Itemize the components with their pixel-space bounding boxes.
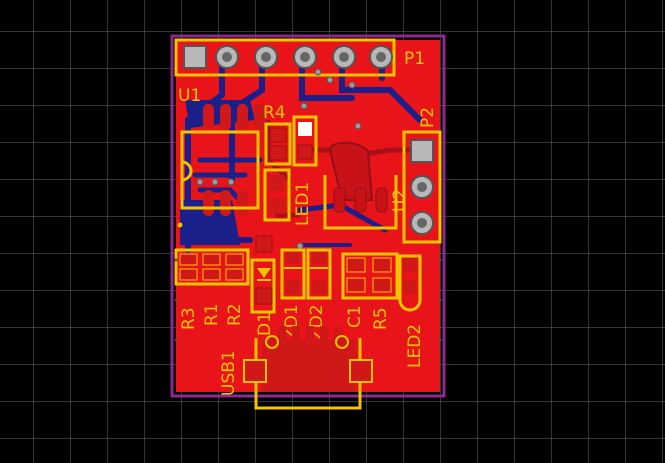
label-p1: P1	[404, 49, 425, 69]
resistor-outline	[263, 168, 291, 222]
p1-hole	[300, 52, 310, 62]
label-led1: LED1	[293, 182, 313, 226]
u2-pads	[333, 187, 388, 213]
label-led2: LED2	[405, 324, 425, 368]
u1-notch	[181, 160, 193, 182]
p1-outline	[174, 38, 396, 77]
usb1-pad-left	[243, 359, 267, 383]
u1-pin1-dot	[177, 222, 183, 228]
u2-body-copper	[328, 141, 374, 201]
r-block-pads	[179, 253, 244, 281]
label-p2: P2	[418, 107, 438, 128]
d1-pad	[255, 235, 273, 253]
led2-outline	[398, 254, 422, 312]
u1-pads-top	[203, 104, 265, 130]
label-usb1: USB1	[219, 350, 239, 396]
zd2-pad	[312, 252, 326, 264]
r4-pad	[269, 145, 287, 161]
p2-hole	[417, 182, 427, 192]
r-block-outline	[174, 248, 250, 286]
zd1-outline	[280, 248, 306, 300]
zd2-pad	[312, 280, 326, 294]
zd2-outline	[306, 248, 332, 300]
p1-hole	[339, 52, 349, 62]
p2-hole	[417, 218, 427, 228]
d1-outline	[250, 258, 276, 314]
label-r5: R5	[371, 307, 391, 330]
led1-outline	[292, 115, 318, 167]
label-r2: R2	[225, 303, 245, 326]
d1-pad	[255, 287, 273, 305]
c1-r5-pads	[346, 257, 392, 293]
board-outline	[170, 34, 446, 398]
led2-pad	[403, 258, 417, 272]
led1-pad-highlight	[298, 122, 312, 136]
p1-hole	[261, 52, 271, 62]
resistor-pad	[269, 198, 285, 214]
label-u1: U1	[178, 86, 201, 106]
r4-pad	[269, 127, 287, 143]
p1-hole	[222, 52, 232, 62]
p1-pin-1	[183, 45, 207, 69]
usb1-pad-right	[349, 359, 373, 383]
diode-symbol-icon	[257, 268, 271, 278]
usb1-mount-hole	[335, 335, 349, 349]
label-u2: U2	[390, 189, 410, 212]
u2-outline	[323, 175, 398, 230]
label-r4: R4	[263, 103, 286, 123]
p2-pin-1	[410, 139, 434, 163]
label-r3: R3	[179, 307, 199, 330]
zd1-pad	[286, 280, 300, 294]
u1-pads-bottom	[203, 190, 248, 216]
resistor-pad	[269, 175, 285, 191]
p1-hole	[376, 52, 386, 62]
u1-outline	[180, 130, 260, 210]
zd1-pad	[286, 252, 300, 264]
led2-pad	[403, 280, 417, 294]
r4-outline	[264, 122, 292, 166]
via	[300, 102, 308, 110]
c1-r5-outline	[341, 252, 399, 300]
u1-vias	[196, 178, 235, 186]
led1-pad	[297, 144, 313, 160]
label-r1: R1	[202, 303, 222, 326]
label-d1: D1	[255, 312, 275, 336]
usb1-signal-pads	[278, 326, 342, 342]
stitching-vias	[174, 258, 442, 342]
p2-outline	[402, 130, 442, 244]
usb1-mount-hole	[265, 335, 279, 349]
label-c1: C1	[345, 305, 365, 328]
